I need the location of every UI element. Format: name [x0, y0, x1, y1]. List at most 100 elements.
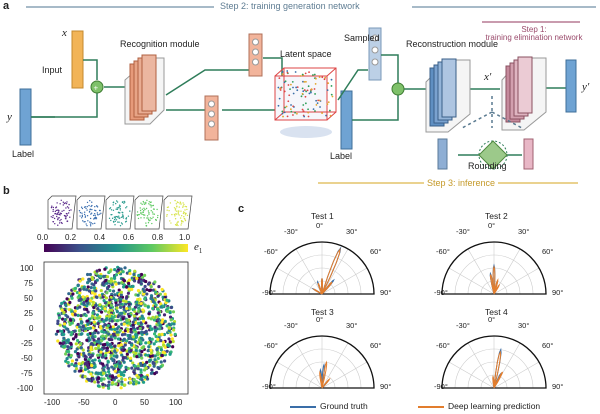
- latent-dot: [315, 77, 317, 80]
- latent-dot: [292, 105, 295, 108]
- scatter-point: [96, 384, 101, 388]
- scatter-point: [146, 349, 150, 353]
- scatter-point: [126, 291, 130, 295]
- scatter-point: [140, 350, 144, 354]
- scatter-point: [171, 345, 175, 349]
- scatter-ytick-m25: -25: [21, 339, 33, 348]
- scatter-point: [153, 329, 158, 333]
- scatter-point: [170, 337, 174, 341]
- latent-dot: [303, 115, 306, 118]
- latent-dot: [283, 90, 286, 93]
- latent-dot: [303, 89, 306, 91]
- scatter-point: [91, 359, 95, 363]
- scatter-point: [99, 310, 104, 314]
- scatter-point: [69, 318, 73, 322]
- scatter-point: [97, 337, 101, 341]
- scatter-point: [98, 372, 103, 376]
- scatter-point: [172, 322, 176, 326]
- thumbnail-dot: [86, 209, 88, 211]
- thumbnail-dot: [66, 206, 69, 208]
- thumbnail-dot: [168, 210, 170, 212]
- p3-tick-60: 60°: [370, 341, 382, 350]
- thumbnail-dot: [57, 217, 59, 219]
- latent-dot: [301, 87, 304, 90]
- scatter-point: [111, 289, 116, 293]
- scatter-point: [145, 360, 149, 364]
- latent-dot: [330, 78, 333, 81]
- latent-dot: [278, 97, 281, 100]
- scatter-point: [90, 296, 94, 300]
- scatter-point: [85, 304, 89, 308]
- scatter-point: [156, 307, 160, 311]
- latent-dot: [321, 112, 323, 114]
- latent-dot: [277, 86, 280, 89]
- thumbnail-dot: [170, 222, 172, 224]
- latent-dot: [289, 88, 291, 91]
- scatter-point: [118, 328, 123, 333]
- scatter-point: [127, 314, 131, 319]
- scatter-point: [71, 337, 76, 341]
- scatter-point: [67, 330, 71, 334]
- scatter-point: [120, 377, 124, 381]
- scatter-point: [123, 377, 127, 382]
- scatter-point: [136, 375, 140, 379]
- scatter-point: [135, 300, 139, 304]
- thumbnail-dot: [96, 212, 99, 214]
- scatter-point: [91, 300, 95, 304]
- scatter-point: [101, 281, 105, 285]
- scatter-point: [110, 357, 114, 361]
- scatter-point: [140, 314, 144, 318]
- scatter-point: [144, 341, 148, 345]
- latent-dot: [324, 76, 327, 79]
- scatter-point: [85, 288, 89, 292]
- thumbnail-dot: [94, 222, 96, 225]
- scatter-point: [102, 346, 107, 350]
- latent-dot: [306, 89, 309, 92]
- thumbnail-dot: [87, 220, 89, 222]
- scatter-point: [105, 281, 109, 285]
- scatter-point: [65, 356, 69, 361]
- scatter-point: [78, 279, 82, 283]
- scatter-point: [149, 284, 153, 289]
- scatter-point: [124, 365, 128, 369]
- polar-title-test1: Test 1: [311, 211, 334, 221]
- p4-tick-90: 90°: [552, 382, 564, 391]
- scatter-point: [153, 358, 157, 362]
- scatter-point: [141, 292, 146, 296]
- thumbnail-dot: [79, 211, 82, 214]
- thumbnail-dot: [120, 222, 123, 224]
- thumbnail-dot: [121, 214, 124, 216]
- latent-dot: [279, 87, 281, 90]
- scatter-point: [99, 350, 103, 354]
- scatter-point: [169, 305, 173, 310]
- scatter-point: [97, 376, 101, 380]
- scatter-point: [119, 302, 123, 306]
- scatter-point: [168, 352, 172, 356]
- thumbnail-dot: [157, 214, 159, 217]
- scatter-ytick-m50: -50: [21, 354, 33, 363]
- thumbnail-dot: [121, 201, 124, 203]
- thumbnail-dot: [89, 217, 92, 220]
- scatter-point: [126, 281, 131, 285]
- scatter-point: [153, 325, 157, 329]
- scatter-point: [101, 382, 105, 386]
- thumbnail-dot: [59, 203, 61, 205]
- thumbnail-dot: [147, 218, 150, 221]
- latent-dot: [277, 104, 280, 107]
- thumbnail-dot: [175, 203, 178, 205]
- latent-dot: [314, 110, 316, 112]
- scatter-point: [76, 313, 80, 318]
- thumbnail-dot: [177, 210, 179, 212]
- scatter-point: [96, 353, 100, 357]
- scatter-point: [135, 355, 139, 359]
- colorbar-label: e1: [194, 242, 202, 255]
- thumbnail-dot: [82, 220, 84, 222]
- scatter-point: [159, 305, 163, 309]
- scatter-point: [79, 369, 83, 373]
- scatter-point: [87, 279, 92, 283]
- scatter-point: [157, 366, 161, 371]
- thumbnail-dot: [119, 225, 122, 227]
- scatter-point: [154, 290, 158, 294]
- colorbar-tick-2: 0.4: [94, 233, 106, 242]
- scatter-point: [118, 365, 122, 369]
